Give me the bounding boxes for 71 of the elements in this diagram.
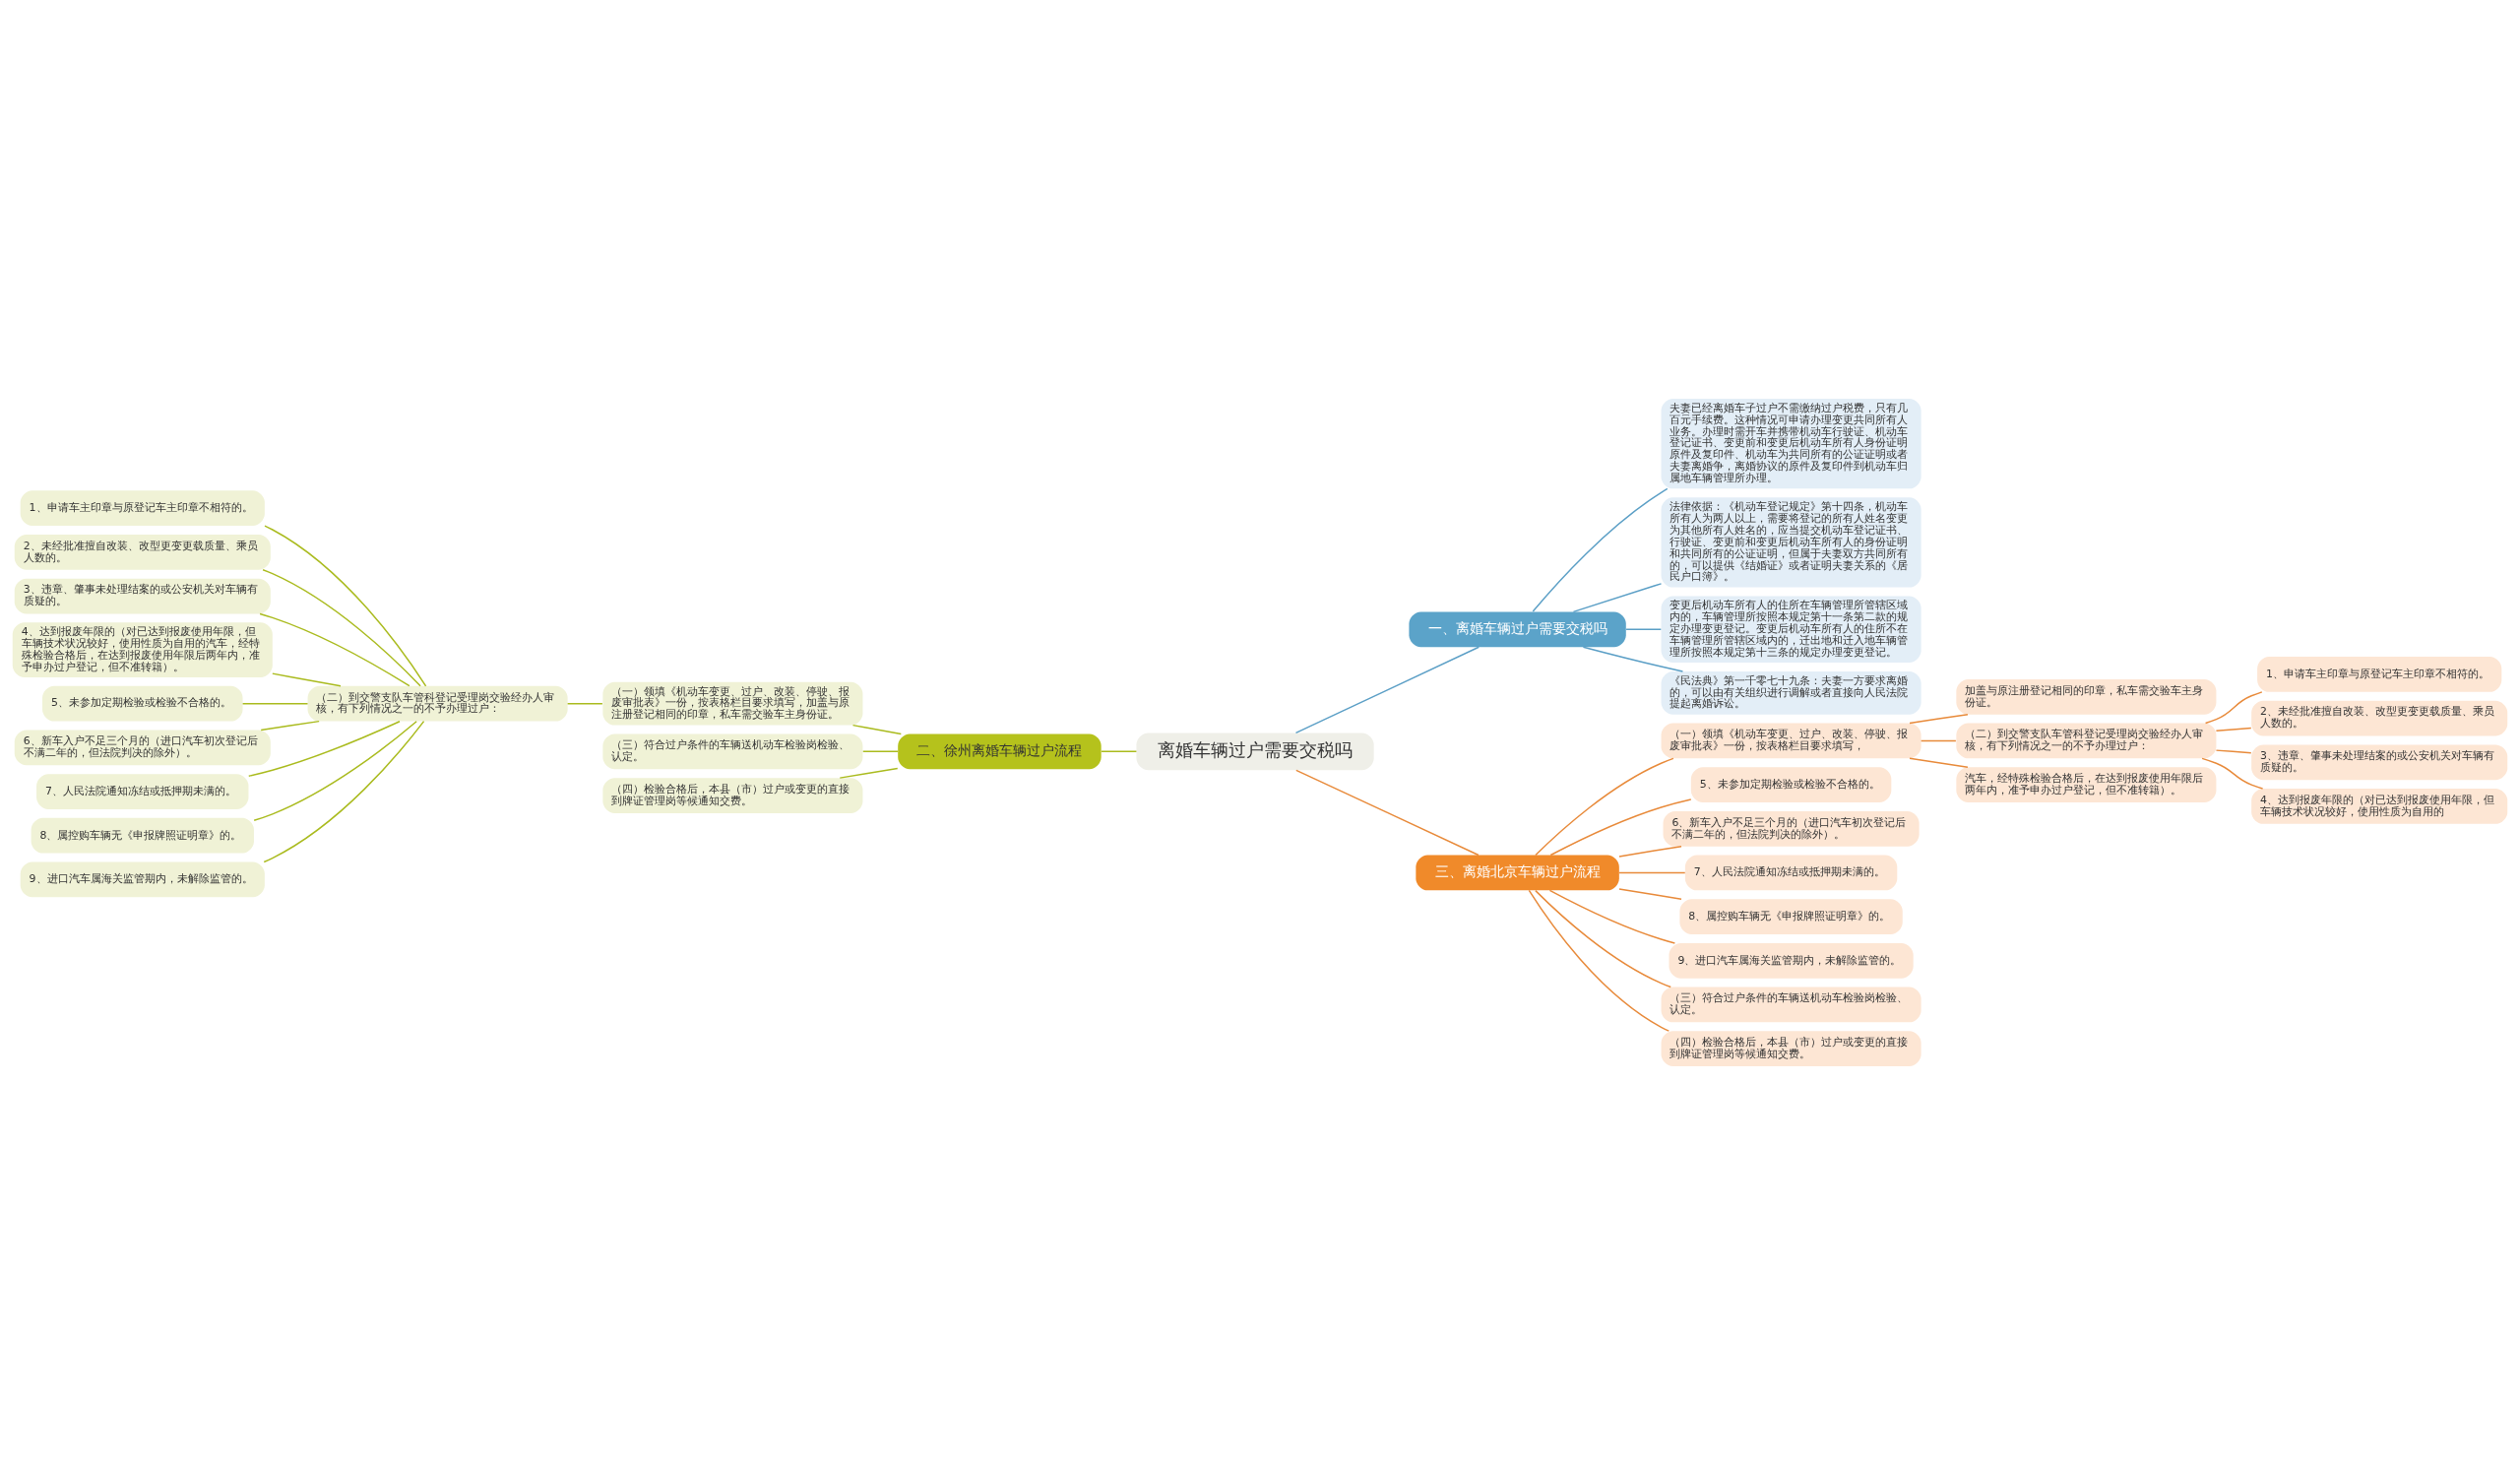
node-box: 汽车，经特殊检验合格后，在达到报废使用年限后两年内，准予申办过户登记，但不准转籍）。 [1956,767,2217,802]
node-box: （二）到交警支队车管科登记受理岗交验经办人审核，有下列情况之一的不予办理过户： [1956,723,2217,759]
connector [1295,769,1480,857]
connector [1294,646,1480,734]
connector [1618,888,1682,900]
connector [263,720,425,863]
connector [1548,889,1676,944]
connector [1532,487,1669,612]
node-box: 9、进口汽车属海关监管期内，未解除监管的。 [1669,942,1914,979]
node-box: 3、违章、肇事未处理结案的或公安机关对车辆有质疑的。 [2251,744,2508,781]
connector [1572,583,1663,613]
connector [851,724,903,735]
node-box: （一）领填《机动车变更、过户、改装、停驶、报废审批表》一份，按表格栏目要求填写， [1661,723,1922,759]
connector [264,525,427,687]
connector [2215,727,2252,732]
node-box: 1、申请车主印章与原登记车主印章不相符的。 [20,490,265,527]
node-box: 《民法典》第一千零七十九条：夫妻一方要求离婚的，可以由有关组织进行调解或者直接向人民法院提起离婚诉讼。 [1661,670,1922,715]
node-box: 2、未经批准擅自改装、改型更变更载质量、乘员人数的。 [14,534,271,570]
connector [1535,889,1671,988]
node-box: （一）领填《机动车变更、过户、改装、停驶、报废审批表》一份，按表格栏目要求填写，加盖与原注册登记相同的印章，私车需交验车主身份证。 [602,681,863,726]
node-box: 6、新车入户不足三个月的（进口汽车初次登记后不满二年的，但法院判决的除外）。 [14,730,271,766]
connector [2204,691,2263,725]
node-box: 三、离婚北京车辆过户流程 [1416,855,1619,891]
node-box: 8、属控购车辆无《申报牌照证明章》的。 [1679,899,1903,934]
connector [862,750,899,753]
connector [253,721,417,822]
connector [1101,750,1138,753]
node-box: 5、未参加定期检验或检验不合格的。 [1690,767,1892,802]
node-box: 2、未经批准擅自改装、改型更变更载质量、乘员人数的。 [2251,700,2508,736]
connector [272,672,342,687]
node-box: 3、违章、肇事未处理结案的或公安机关对车辆有质疑的。 [14,578,271,614]
node-box: 9、进口汽车属海关监管期内，未解除监管的。 [20,861,265,898]
connector [1618,871,1686,874]
connector [1528,889,1670,1032]
node-box: 二、徐州离婚车辆过户流程 [898,733,1102,770]
node-box: 7、人民法院通知冻结或抵押期未满的。 [36,774,249,809]
connector [839,767,899,779]
connector [2215,749,2252,754]
connector [1535,757,1674,857]
connector [1618,845,1682,858]
connector [2201,757,2264,790]
node-box: （四）检验合格后，本县（市）过户或变更的直接到牌证管理岗等候通知交费。 [1661,1031,1922,1067]
node-box: 7、人民法院通知冻结或抵押期未满的。 [1684,855,1898,891]
connector [259,612,410,687]
node-box: 离婚车辆过户需要交税吗 [1136,732,1374,771]
node-box: 4、达到报废年限的（对已达到报废使用年限，但车辆技术状况较好，使用性质为自用的汽车，经特殊检验合格后，在达到报废使用年限后两年内，准予申办过户登记，但不准转籍）。 [12,622,273,677]
node-box: 1、申请车主印章与原登记车主印章不相符的。 [2257,657,2502,692]
connector [1625,628,1663,630]
connector [1909,713,1969,725]
connector [1582,646,1684,672]
node-box: （三）符合过户条件的车辆送机动车检验岗检验、认定。 [1661,987,1922,1023]
node-box: 4、达到报废年限的（对已达到报废使用年限，但车辆技术状况较好，使用性质为自用的 [2251,789,2508,824]
node-box: 加盖与原注册登记相同的印章，私车需交验车主身份证。 [1956,678,2217,715]
node-box: 5、未参加定期检验或检验不合格的。 [42,685,243,722]
node-box: 6、新车入户不足三个月的（进口汽车初次登记后不满二年的，但法院判决的除外）。 [1663,810,1920,847]
node-box: 变更后机动车所有人的住所在车辆管理所管辖区域内的，车辆管理所按照本规定第十一条第二款的规定办理变更登记。变更后机动车所有人的住所不在车辆管理所管辖区域内的，迁出地和迁入地车辆管理所按照本规定第十三条的规定办理变更登记。 [1661,596,1922,663]
node-box: 8、属控购车辆无《申报牌照证明章》的。 [31,817,254,854]
connector [260,720,320,732]
node-box: 法律依据：《机动车登记规定》第十四条，机动车所有人为两人以上，需要将登记的所有人姓名变更为其他所有人姓名的，应当提交机动车登记证书、行驶证、变更前和变更后机动车所有人的身份证明和共同所有的公证证明，但属于夫妻双方共同所有的，可以提供《结婚证》或者证明夫妻关系的《居民户口簿》。 [1661,497,1922,588]
connector [262,569,421,687]
node-box: 一、离婚车辆过户需要交税吗 [1409,611,1626,648]
node-box: （二）到交警支队车管科登记受理岗交验经办人审核，有下列情况之一的不予办理过户： [307,685,568,722]
connector [241,702,309,705]
connector [566,702,603,705]
connector [1920,739,1957,742]
connector [1549,798,1692,857]
node-box: （四）检验合格后，本县（市）过户或变更的直接到牌证管理岗等候通知交费。 [602,778,863,813]
node-box: 夫妻已经离婚车子过户不需缴纳过户税费，只有几百元手续费。这种情况可申请办理变更共同所有人业务。办理时需开车并携带机动车行驶证、机动车登记证书、变更前和变更后机动车所有人身份证明原件及复印件、机动车为共同所有的公证证明或者夫妻离婚争，离婚协议的原件及复印件到机动车归属地车辆管理所办理。 [1661,398,1922,489]
node-box: （三）符合过户条件的车辆送机动车检验岗检验、认定。 [602,733,863,770]
connector [248,720,401,777]
connector [1909,757,1969,768]
